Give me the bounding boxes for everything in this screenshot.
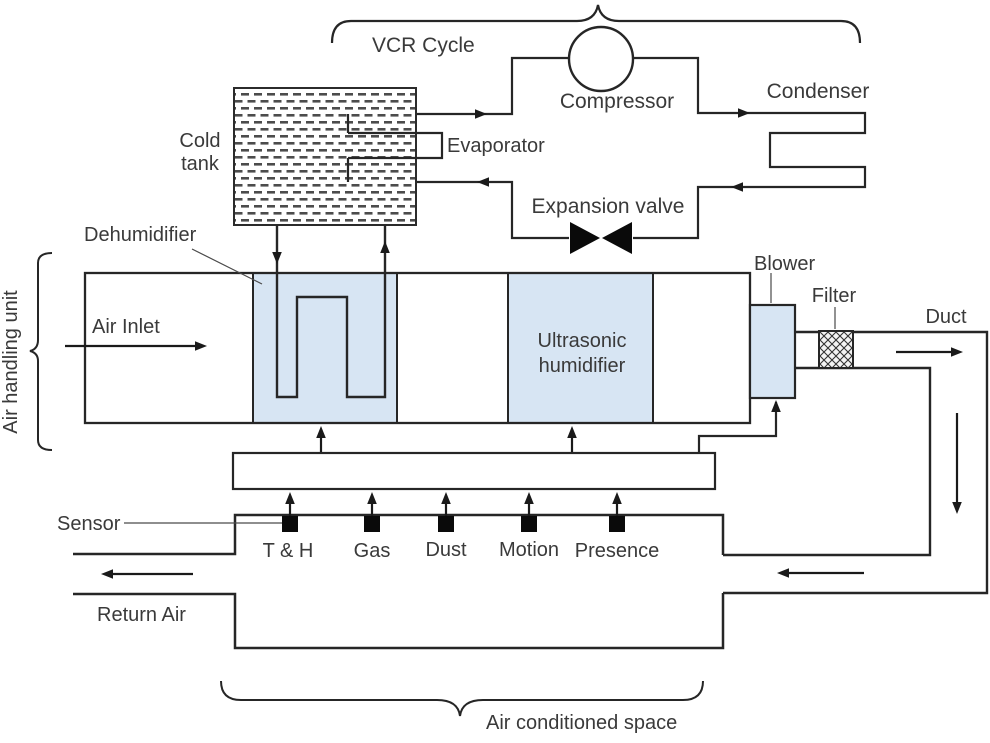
ahu-brace xyxy=(29,252,53,451)
cold-tank-box xyxy=(233,87,417,226)
space-brace xyxy=(220,680,704,717)
sensor-label-dust: Dust xyxy=(425,539,467,561)
vcr-cycle-brace xyxy=(330,4,862,44)
arrow-to-condenser xyxy=(738,108,750,118)
flow-arrow-heads xyxy=(101,108,963,579)
space-box xyxy=(73,513,725,650)
sensor-marker-motion xyxy=(521,516,537,532)
sensor-label-motion: Motion xyxy=(499,539,559,561)
plenum-box xyxy=(231,451,717,491)
compressor-symbol xyxy=(567,25,635,93)
filter-box xyxy=(818,330,854,369)
arrow-air-inlet xyxy=(195,341,207,351)
leader-lines xyxy=(124,248,836,524)
duct-outer-wall xyxy=(723,330,989,595)
arrow-sensor-4 xyxy=(524,492,534,504)
arrow-to-evaporator xyxy=(477,177,489,187)
arrow-coil-to-tank xyxy=(380,241,390,253)
liquid-line xyxy=(348,180,569,240)
sensor-markers xyxy=(282,516,625,532)
return-air-label: Return Air xyxy=(97,604,186,626)
arrow-into-blower xyxy=(771,400,781,412)
compressor-label: Compressor xyxy=(560,90,674,113)
evaporator-label: Evaporator xyxy=(447,135,545,157)
chilled-water-coil xyxy=(275,225,387,399)
ahu-section-dividers xyxy=(252,273,654,423)
sensor-marker-t-h xyxy=(282,516,298,532)
sensor-label-presence: Presence xyxy=(575,540,660,562)
cold-tank-label-line1: Cold xyxy=(179,130,220,152)
arrow-sensor-2 xyxy=(367,492,377,504)
duct-inner-wall xyxy=(723,366,932,557)
sensor-label-t-h: T & H xyxy=(263,540,314,562)
arrow-sensor-5 xyxy=(612,492,622,504)
ahu-unit xyxy=(83,271,752,425)
filter-label: Filter xyxy=(812,285,857,307)
arrow-plenum-to-ahu-2 xyxy=(567,426,577,438)
arrow-to-compressor xyxy=(475,109,487,119)
cold-tank-label-line2: tank xyxy=(181,153,220,175)
expansion-valve-symbol xyxy=(570,222,632,254)
ultrasonic-humidifier-label-line1: Ultrasonic xyxy=(538,330,627,352)
arrow-plenum-to-ahu-1 xyxy=(316,426,326,438)
arrow-into-space xyxy=(777,568,789,578)
sensor-label: Sensor xyxy=(57,513,121,535)
arrow-sensor-3 xyxy=(441,492,451,504)
suction-line xyxy=(348,56,568,116)
arrow-duct-down xyxy=(952,502,962,514)
blower-box xyxy=(748,303,797,400)
evaporator-coil xyxy=(346,114,444,182)
condenser-label: Condenser xyxy=(767,80,870,103)
vcr-cycle-label: VCR Cycle xyxy=(372,34,475,57)
dehumidifier-pointer xyxy=(191,248,263,285)
sensor-marker-dust xyxy=(438,516,454,532)
air-handling-unit-label: Air handling unit xyxy=(0,290,22,434)
dehumidifier-label: Dehumidifier xyxy=(84,224,197,246)
ultrasonic-humidifier-section xyxy=(508,273,653,423)
arrow-tank-to-coil xyxy=(272,252,282,264)
arrow-sensor-1 xyxy=(285,492,295,504)
ultrasonic-humidifier-label-line2: humidifier xyxy=(539,355,626,377)
sensor-marker-gas xyxy=(364,516,380,532)
arrow-duct-right xyxy=(951,347,963,357)
dehumidifier-section xyxy=(253,273,397,423)
duct-label: Duct xyxy=(925,306,967,328)
air-inlet-label: Air Inlet xyxy=(92,316,160,338)
plenum-to-blower-line xyxy=(697,402,778,453)
sensor-marker-presence xyxy=(609,516,625,532)
condenser-coil xyxy=(633,56,867,240)
expansion-valve-label: Expansion valve xyxy=(532,195,685,218)
air-conditioned-space-label: Air conditioned space xyxy=(486,712,677,734)
arrow-return-air xyxy=(101,569,113,579)
arrow-to-expansion-valve xyxy=(731,182,743,192)
blower-label: Blower xyxy=(754,253,815,275)
sensor-label-gas: Gas xyxy=(354,540,391,562)
